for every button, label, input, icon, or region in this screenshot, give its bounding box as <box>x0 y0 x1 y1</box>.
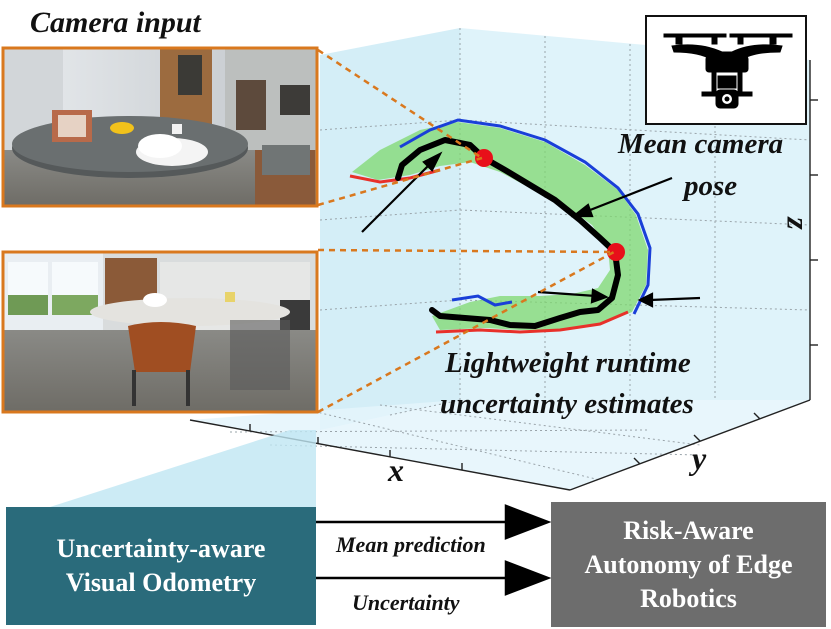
annotation-arrows <box>361 151 701 308</box>
vo-box-line2: Visual Odometry <box>65 568 257 597</box>
floor-plane <box>190 400 810 490</box>
lower-bound-line-lower <box>435 310 629 334</box>
camera-frame-1 <box>1 46 319 208</box>
vo-box-line1: Uncertainty-aware <box>56 534 266 563</box>
risk-aware-autonomy-box: Risk-Aware Autonomy of Edge Robotics <box>551 502 826 627</box>
drone-icon <box>645 15 807 125</box>
camera-frame-2 <box>1 250 319 414</box>
axis-label-z: z <box>780 217 817 230</box>
upper-bound-line-lower <box>451 294 513 307</box>
uncertainty-label: Uncertainty <box>352 590 460 615</box>
uncertainty-estimates-label-line1: Lightweight runtime <box>445 347 691 379</box>
connector-wedge <box>50 430 316 507</box>
pose-dot-lower <box>607 243 625 261</box>
axis-label-y: y <box>692 440 707 476</box>
mean-camera-pose-label-line1: Mean camera <box>618 128 784 160</box>
uncertainty-estimates-label-line2: uncertainty estimates <box>440 388 694 420</box>
camera-input-label: Camera input <box>30 6 201 39</box>
risk-box-line3: Robotics <box>640 583 737 613</box>
back-plane <box>320 28 460 430</box>
upper-bound-line <box>399 118 652 315</box>
visual-odometry-box: Uncertainty-aware Visual Odometry <box>6 507 316 625</box>
axis-label-x: x <box>388 452 404 488</box>
risk-box-line1: Risk-Aware <box>623 515 754 545</box>
frame-connectors <box>317 48 615 414</box>
output-arrows <box>316 504 552 596</box>
mean-prediction-label: Mean prediction <box>336 532 486 557</box>
mean-camera-pose-label-line2: pose <box>684 170 738 202</box>
uncertainty-band <box>352 122 648 330</box>
pose-dot-upper <box>475 149 493 167</box>
risk-box-line2: Autonomy of Edge <box>584 549 793 579</box>
